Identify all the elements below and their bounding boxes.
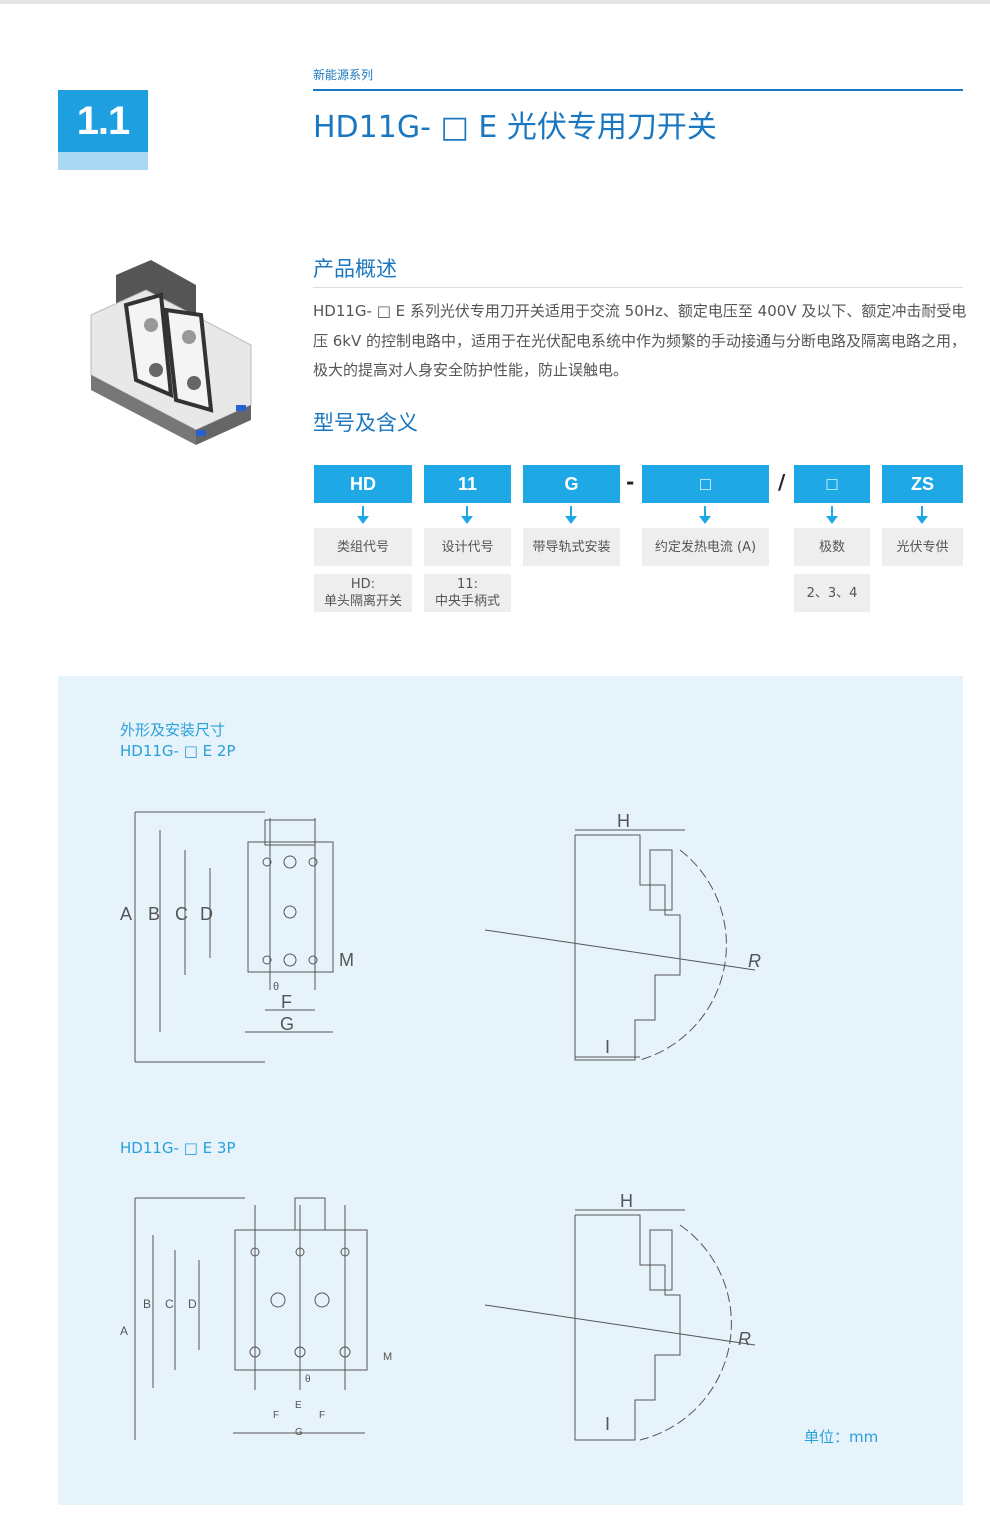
drawing-2p-side: H R I (484, 811, 761, 1061)
dim-label-g: G (280, 1014, 294, 1034)
top-bar (0, 0, 990, 4)
detail-line: HD: (350, 577, 376, 592)
meaning-label: 类组代号 (314, 528, 412, 566)
dim-label-theta: θ (305, 1374, 311, 1385)
separator-slash: / (778, 470, 786, 494)
detail-line: 中央手柄式 (434, 594, 500, 609)
dimensions-heading: 外形及安装尺寸 (120, 721, 226, 739)
dim-label-m: M (339, 950, 354, 970)
detail-poles: 2、3、4 (794, 574, 870, 612)
meaning-label: 约定发热电流 (A) (642, 528, 769, 566)
dim-label-m: M (383, 1351, 392, 1363)
dim-label-d: D (200, 904, 213, 924)
drawing-2p-front: A B C D M F G θ (120, 811, 354, 1063)
detail-11: 11: 中央手柄式 (424, 574, 511, 612)
arrow-down-icon (565, 506, 577, 524)
model-code-zs: ZS (882, 465, 963, 503)
arrow-down-icon (826, 506, 838, 524)
dim-label-b: B (148, 904, 160, 924)
overview-divider (313, 287, 963, 288)
dim-label-e: E (295, 1400, 302, 1411)
model-code-11: 11 (424, 465, 511, 503)
detail-line: 单头隔离开关 (323, 594, 402, 609)
unit-label: 单位：mm (804, 1428, 879, 1446)
drawing-3p-front: A B C D M E F F G θ (120, 1197, 392, 1440)
dim-label-f: F (281, 992, 292, 1012)
model-3p-label: HD11G- □ E 3P (120, 1139, 236, 1157)
dim-label-f: F (273, 1410, 279, 1421)
model-code-g: G (523, 465, 620, 503)
product-image (90, 260, 252, 445)
header-divider (313, 89, 963, 91)
section-number: 1.1 (58, 90, 148, 152)
meaning-label: 极数 (794, 528, 870, 566)
dim-label-c: C (165, 1297, 174, 1311)
model-code-poles: □ (794, 465, 870, 503)
meaning-label: 光伏专供 (882, 528, 963, 566)
model-code-current: □ (642, 465, 769, 503)
section-strip (58, 152, 148, 170)
dim-label-g: G (295, 1427, 303, 1438)
meaning-label: 带导轨式安装 (523, 528, 620, 566)
dim-label-a: A (120, 1324, 128, 1338)
model-2p-label: HD11G- □ E 2P (120, 742, 236, 760)
model-heading: 型号及含义 (313, 411, 418, 435)
dim-label-d: D (188, 1297, 197, 1311)
page-title: HD11G- □ E 光伏专用刀开关 (313, 110, 717, 145)
dim-label-theta: θ (273, 981, 279, 993)
dim-label-r: R (748, 951, 761, 971)
arrow-down-icon (699, 506, 711, 524)
arrow-down-icon (357, 506, 369, 524)
series-label: 新能源系列 (313, 68, 374, 82)
dim-label-a: A (120, 904, 132, 924)
dim-label-h: H (620, 1191, 633, 1211)
dim-label-h: H (617, 811, 630, 831)
dim-label-c: C (175, 904, 188, 924)
dim-label-i: I (605, 1037, 610, 1057)
dim-label-f: F (319, 1410, 325, 1421)
dim-label-r: R (738, 1329, 751, 1349)
dim-label-i: I (605, 1414, 610, 1434)
drawing-3p-side: H R I (484, 1191, 756, 1441)
dim-label-b: B (143, 1297, 151, 1311)
dimensions-panel (58, 676, 963, 1505)
detail-hd: HD: 单头隔离开关 (314, 574, 412, 612)
overview-heading: 产品概述 (313, 257, 397, 281)
separator-dash: - (626, 470, 635, 494)
detail-line: 11: (457, 577, 478, 592)
arrow-down-icon (916, 506, 928, 524)
overview-text: HD11G- □ E 系列光伏专用刀开关适用于交流 50Hz、额定电压至 400… (313, 302, 967, 379)
meaning-label: 设计代号 (424, 528, 511, 566)
arrow-down-icon (461, 506, 473, 524)
model-code-hd: HD (314, 465, 412, 503)
